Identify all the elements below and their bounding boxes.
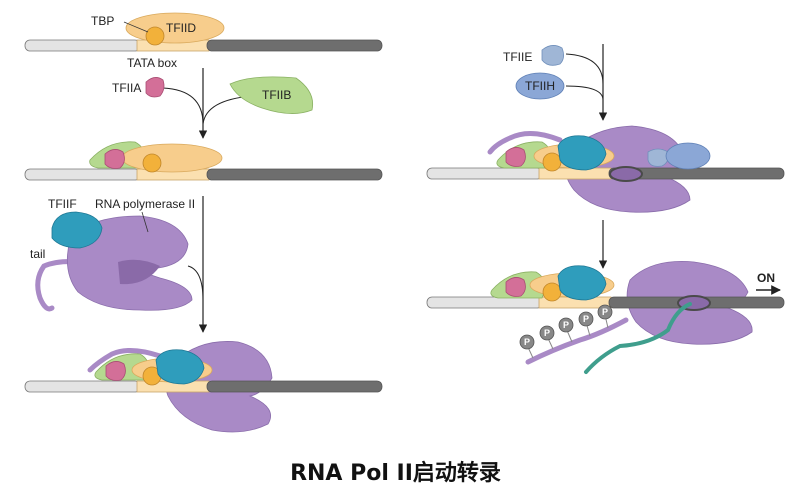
tbp-protein [145,26,165,46]
arrow-add-tfiia-tfiib [162,68,253,139]
tfiia-label: TFIIA [112,81,141,95]
tfiia-protein [145,77,165,98]
tbp-protein [142,153,162,173]
page-title: RNA Pol II启动转录 [290,461,501,486]
tbp-label: TBP [91,14,114,28]
stage-5-preinitiation-complex [426,125,785,213]
tfiih-label: TFIIH [525,79,555,93]
tata-box-label: TATA box [127,56,177,70]
tfiid-protein [121,143,223,173]
tfiia-protein [105,361,126,381]
tfiie-protein [647,148,669,167]
tail-label: tail [30,247,45,261]
phosphate-label: P [544,328,550,338]
phosphate-label: P [583,314,589,324]
phosphorylated-ctd-tail [525,317,629,365]
tfiif-label: TFIIF [48,197,77,211]
stage-3-polymerase-recruited [24,341,383,433]
stage-2-tfiia-tfiib-bound [24,141,383,181]
tfiib-protein [229,76,314,114]
tfiif-protein [155,349,205,385]
phosphate-group-5: P [597,304,613,329]
dna-melted-bubble [609,166,643,182]
tfiih-protein [515,72,565,100]
phosphate-group-2: P [539,325,555,350]
tfiid-label: TFIID [166,21,196,35]
phosphate-group-4: P [578,311,594,337]
rna-polymerase-tail [35,259,85,312]
rna-polymerase-cleft [118,259,160,285]
tfiie-protein [541,45,564,66]
dna-strand [24,168,383,181]
phosphate-label: P [524,337,530,347]
tfiib-label: TFIIB [262,88,291,102]
tfiie-label: TFIIE [503,50,532,64]
on-label: ON [757,271,775,285]
tbp-protein [542,282,562,302]
tfiif-protein [557,265,607,301]
tfiia-protein [104,149,125,169]
rna-polymerase-tail [487,131,563,155]
rna-polymerase-label: RNA polymerase II [95,197,195,211]
tfiia-protein [505,277,526,297]
dna-strand [24,39,383,52]
dna-strand [24,380,383,393]
tbp-protein [542,152,562,172]
tfiif-protein [557,135,607,171]
arrow-add-tfiif-polymerase [187,196,208,333]
phosphate-label: P [563,320,569,330]
stage-1-tfiid-binding: TBP TFIID TATA box [24,12,383,70]
phosphate-group-1: P [519,334,535,359]
stage-4-tfiie-tfiih-joining: TFIIE TFIIH [503,44,608,121]
rna-polymerase-tail [87,348,163,373]
stage-6-transcription-on: P P P P P ON [426,261,785,374]
tbp-leader-line [123,21,149,33]
phosphate-label: P [602,307,608,317]
arrow-add-tfiie-tfiih [565,44,608,121]
tfiia-protein [505,147,526,167]
tfiif-protein [51,211,103,249]
rna-polymerase-leader-line [141,211,149,233]
phosphate-group-3: P [558,317,574,343]
rna-transcript [584,302,692,374]
dna-strand [426,167,785,180]
tfiih-protein [665,142,711,170]
